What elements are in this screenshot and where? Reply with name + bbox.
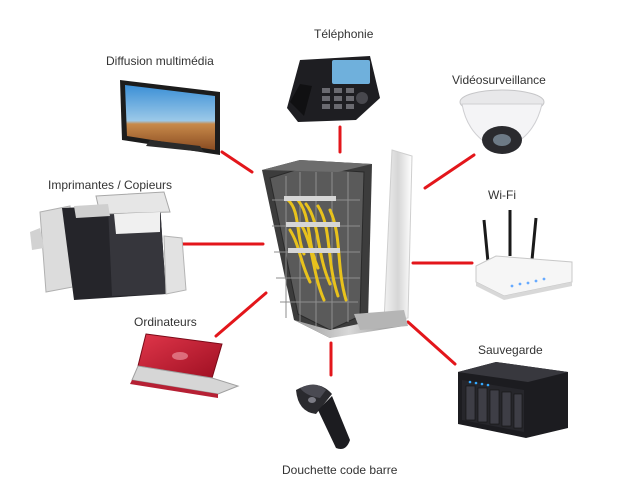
television-icon xyxy=(120,80,220,155)
laptop-icon xyxy=(130,333,240,398)
barcode-scanner-icon xyxy=(296,384,350,449)
connector-computers xyxy=(214,291,268,338)
label-printers: Imprimantes / Copieurs xyxy=(48,178,173,192)
label-multimedia: Diffusion multimédia xyxy=(106,54,214,68)
label-telephony: Téléphonie xyxy=(314,27,374,41)
printer-icon xyxy=(30,191,187,300)
connector-surveillance xyxy=(423,153,476,190)
label-backup: Sauvegarde xyxy=(478,343,543,357)
connector-backup xyxy=(406,320,457,366)
wifi-router-icon xyxy=(475,210,573,300)
label-surveillance: Vidéosurveillance xyxy=(452,73,546,87)
label-wifi: Wi-Fi xyxy=(488,188,516,202)
label-computers: Ordinateurs xyxy=(134,315,197,329)
connector-lines xyxy=(175,125,476,377)
connector-multimedia xyxy=(220,150,254,174)
network-rack-icon xyxy=(262,149,413,338)
telephone-icon xyxy=(287,56,380,122)
camera-icon xyxy=(459,89,545,154)
nas-backup-icon xyxy=(458,362,568,438)
label-scanner: Douchette code barre xyxy=(282,463,398,477)
